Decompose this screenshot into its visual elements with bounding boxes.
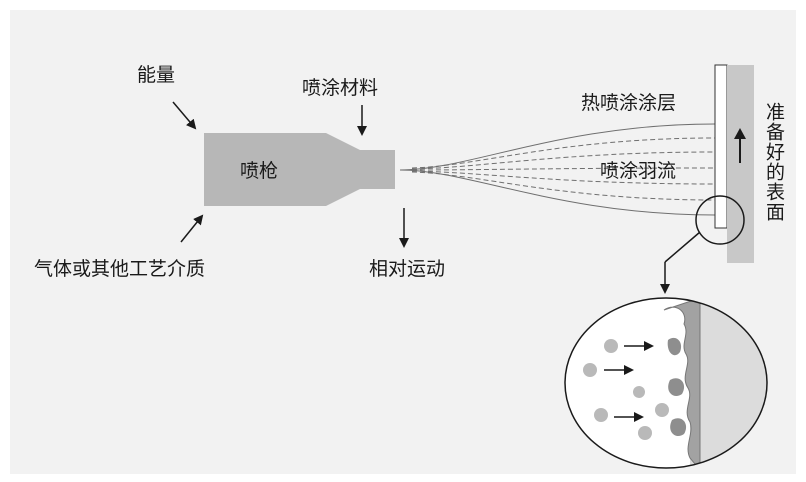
particle (655, 403, 669, 417)
particle (604, 339, 618, 353)
label-gas-medium: 气体或其他工艺介质 (34, 258, 206, 280)
gas-medium-arrow (180, 214, 204, 243)
label-spray-material: 喷涂材料 (302, 77, 379, 99)
label-spray-gun: 喷枪 (240, 160, 279, 182)
label-thermal-coating: 热喷涂涂层 (581, 92, 677, 114)
label-prepared-surface: 准备好的表面 (763, 102, 785, 222)
spray-plume (399, 123, 716, 216)
coating-strip (714, 64, 728, 229)
particle (638, 426, 652, 440)
spray-gun (204, 133, 395, 206)
label-spray-plume: 喷涂羽流 (600, 160, 677, 182)
energy-arrow (172, 101, 197, 130)
magnifier-circle (695, 195, 745, 245)
label-relative-motion: 相对运动 (369, 258, 446, 280)
label-energy: 能量 (137, 64, 176, 86)
substrate-motion-arrow (734, 128, 746, 163)
particle (583, 363, 597, 377)
particle (594, 408, 608, 422)
particle (633, 386, 645, 398)
substrate (727, 65, 754, 263)
